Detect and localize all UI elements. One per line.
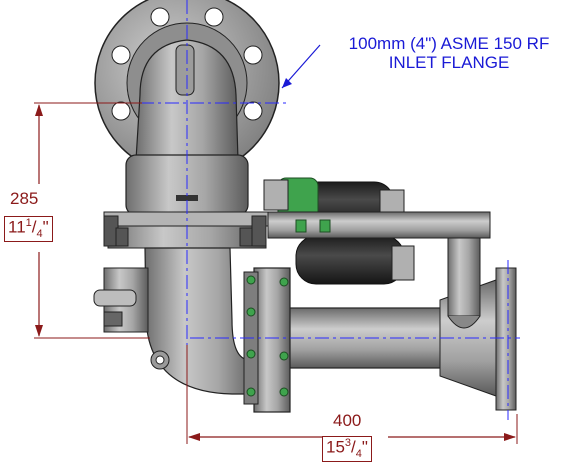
horizontal-dim-value: 400 (333, 411, 362, 430)
vertical-dim-value: 285 (10, 189, 39, 208)
callout-line-2: INLET FLANGE (388, 53, 510, 72)
side-valve (93, 267, 149, 333)
horizontal-dimension (186, 345, 518, 444)
vertical-dim-unit: " (42, 217, 49, 237)
callout-line-1: 100mm (4") ASME 150 RF (348, 34, 550, 53)
vertical-dim-whole: 11 (8, 217, 26, 237)
horizontal-dim-den: 4 (355, 448, 362, 461)
inlet-flange-callout: 100mm (4") ASME 150 RF INLET FLANGE (318, 34, 580, 72)
horizontal-dim-unit: " (361, 437, 368, 457)
vertical-dim-num: 1 (25, 217, 32, 229)
vertical-dimension (34, 102, 150, 339)
vertical-dim-den: 4 (36, 228, 43, 241)
horizontal-dim-inches: 153/4" (322, 436, 372, 463)
callout-leader (281, 44, 321, 89)
hose-assembly (263, 177, 491, 285)
vertical-dim-inches: 111/4" (4, 216, 53, 243)
horizontal-dim-whole: 15 (326, 437, 345, 457)
outlet-flange-plate (243, 267, 291, 413)
horizontal-dim-num: 3 (344, 437, 352, 449)
